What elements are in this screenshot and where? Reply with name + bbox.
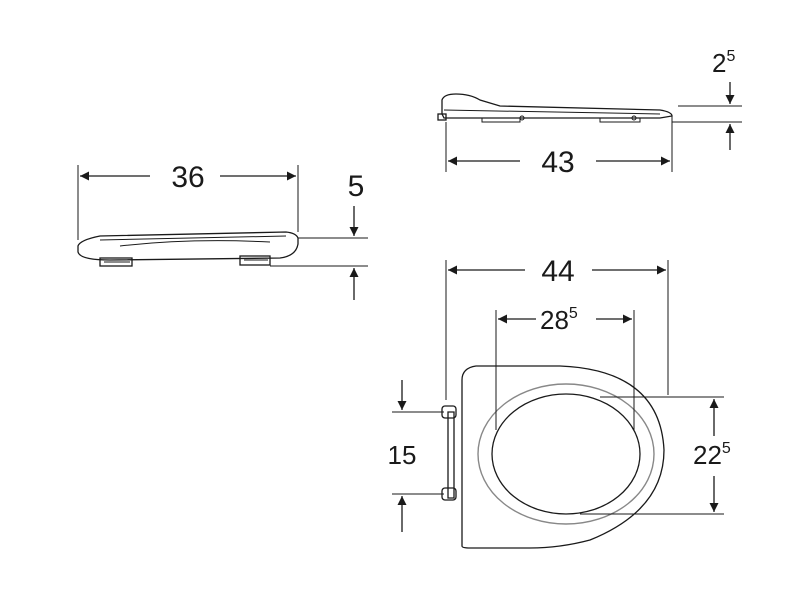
label-2-5: 25 bbox=[712, 48, 735, 78]
value-5: 5 bbox=[348, 170, 365, 203]
svg-text:44: 44 bbox=[541, 255, 574, 288]
svg-text:43: 43 bbox=[541, 146, 574, 179]
value-28: 28 bbox=[540, 305, 569, 335]
dimension-side-height: 5 bbox=[270, 170, 368, 300]
value-2-sup: 5 bbox=[726, 48, 735, 65]
value-44: 44 bbox=[541, 255, 574, 288]
dimension-opening-depth: 225 bbox=[580, 396, 731, 515]
plan-view-seat bbox=[441, 365, 665, 549]
dimension-side-length: 36 bbox=[77, 161, 299, 240]
value-36: 36 bbox=[171, 161, 204, 194]
dimension-top-height: 25 bbox=[672, 48, 742, 150]
value-22: 22 bbox=[693, 440, 722, 470]
value-43: 43 bbox=[541, 146, 574, 179]
side-view-lid bbox=[437, 93, 673, 123]
seat-opening bbox=[491, 393, 641, 515]
dimension-overall-width: 44 bbox=[445, 255, 669, 400]
dimension-opening-width: 285 bbox=[495, 305, 635, 430]
svg-text:5: 5 bbox=[348, 170, 365, 203]
label-28-5: 285 bbox=[540, 305, 578, 335]
seat-opening-rim bbox=[477, 383, 655, 525]
side-view-seat bbox=[77, 231, 299, 267]
value-15: 15 bbox=[388, 440, 417, 470]
label-36: 36 bbox=[171, 161, 204, 194]
svg-text:15: 15 bbox=[388, 440, 417, 470]
label-22-5: 225 bbox=[693, 440, 731, 470]
value-2: 2 bbox=[712, 48, 726, 78]
dimension-top-length: 43 bbox=[445, 116, 673, 179]
value-22-sup: 5 bbox=[722, 440, 731, 457]
value-28-sup: 5 bbox=[569, 305, 578, 322]
dimension-hinge-spacing: 15 bbox=[388, 380, 444, 532]
